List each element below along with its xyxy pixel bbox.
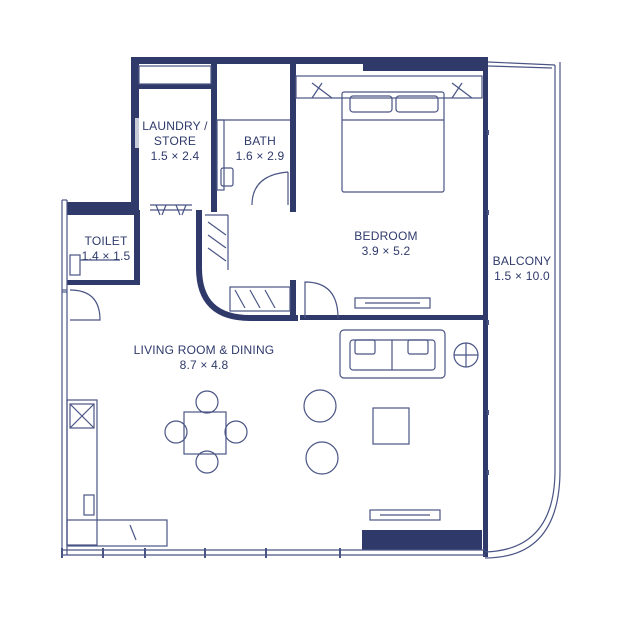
wardrobe-wall (196, 210, 202, 270)
top-wall-right-block (363, 57, 485, 71)
bath-name: BATH (244, 134, 276, 148)
laundry-bifold-door (150, 204, 192, 216)
laundry-door-panel (135, 118, 139, 148)
balcony-dims: 1.5 × 10.0 (494, 269, 550, 283)
balcony-outline (484, 61, 561, 559)
right-wall (483, 57, 488, 557)
bedroom-door-swing (304, 281, 339, 319)
living-name: LIVING ROOM & DINING (133, 343, 275, 357)
curved-wall (196, 267, 298, 321)
laundry-top-wall (139, 84, 211, 89)
toilet-dims: 1.4 × 1.5 (81, 249, 131, 263)
toilet-right-wall (134, 210, 140, 285)
exterior-walls (67, 57, 488, 557)
bath-dims: 1.6 × 2.9 (235, 149, 285, 163)
bedroom-door-jamb (290, 280, 296, 320)
toilet-label: TOILET 1.4 × 1.5 (82, 234, 131, 264)
bath-door-swing (251, 171, 289, 206)
living-tv-unit (369, 509, 441, 521)
laundry-name-line2: STORE (153, 134, 197, 148)
balcony-label: BALCONY 1.5 × 10.0 (493, 254, 552, 284)
toilet-top-wall (67, 202, 139, 215)
toilet-bottom-wall (67, 280, 140, 285)
bath-right-wall (290, 64, 296, 212)
bath-left-wall (211, 64, 217, 212)
bedroom-label: BEDROOM 3.9 × 5.2 (354, 229, 417, 259)
bedroom-dims: 3.9 × 5.2 (361, 244, 411, 258)
toilet-fixture (69, 254, 81, 276)
bottom-wall-block (362, 530, 482, 550)
laundry-shelf (138, 65, 212, 85)
toilet-name: TOILET (84, 234, 128, 248)
laundry-name-line1: LAUNDRY / (142, 119, 208, 133)
laundry-dims: 1.5 × 2.4 (150, 149, 200, 163)
top-wall (131, 57, 485, 64)
armchair-top (303, 389, 337, 423)
balcony-name: BALCONY (492, 254, 552, 268)
laundry-label: LAUNDRY / STORE 1.5 × 2.4 (142, 119, 207, 164)
bedroom-name: BEDROOM (354, 229, 418, 243)
coffee-table (372, 407, 410, 445)
bath-sink (220, 167, 234, 187)
bottom-glazing (61, 548, 485, 558)
living-label: LIVING ROOM & DINING 8.7 × 4.8 (134, 343, 275, 373)
bath-label: BATH 1.6 × 2.9 (236, 134, 285, 164)
bed (295, 75, 483, 193)
bedroom-bottom-wall (300, 315, 485, 320)
kitchen (66, 399, 168, 547)
wardrobe (205, 214, 291, 312)
dining-set (164, 390, 248, 474)
armchair-bottom (305, 441, 339, 475)
bedroom-tv-unit (354, 297, 431, 309)
living-dims: 8.7 × 4.8 (179, 358, 229, 372)
sofa (339, 329, 446, 379)
toilet-door-swing (69, 289, 101, 321)
